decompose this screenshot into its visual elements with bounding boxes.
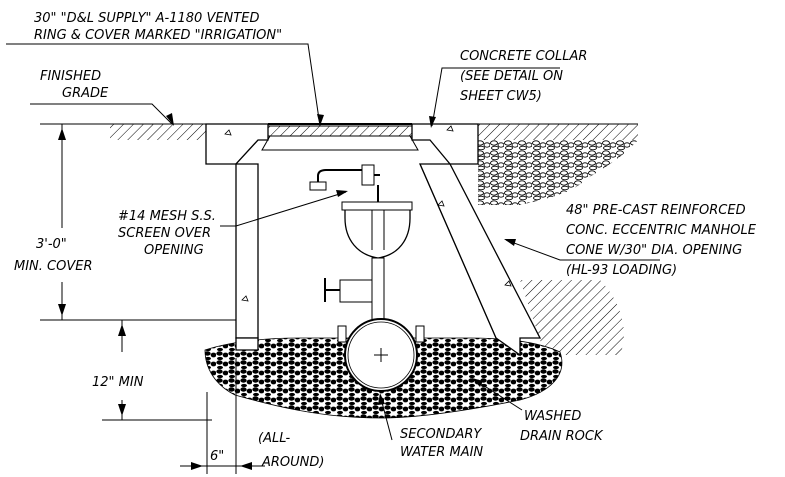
drain-rock-label-2: DRAIN ROCK [520, 429, 604, 444]
all-around-label-1: (ALL- [258, 431, 290, 446]
twelve-inch-dimension [102, 320, 212, 421]
cover-dimension-label-1: 3'-0" [36, 237, 67, 252]
collar-label-2: (SEE DETAIL ON [460, 69, 563, 84]
cone-label-2: CONC. ECCENTRIC MANHOLE [566, 223, 757, 238]
cover-dimension-label-2: MIN. COVER [14, 259, 93, 274]
collar-label-3: SHEET CW5) [460, 89, 542, 104]
twelve-inch-label: 12" MIN [92, 375, 144, 390]
six-inch-label: 6" [210, 449, 224, 464]
mesh-label-3: OPENING [144, 243, 204, 258]
manhole-cone [235, 163, 542, 357]
secondary-water-main [337, 318, 425, 392]
gate-valve [324, 278, 373, 303]
mesh-label-2: SCREEN OVER [118, 226, 211, 241]
all-around-label-2: AROUND) [261, 455, 324, 470]
leader-lines [6, 43, 660, 441]
ring-and-cover [261, 123, 419, 151]
ring-cover-label-2: RING & COVER MARKED "IRRIGATION" [34, 28, 282, 43]
water-main-label-1: SECONDARY [400, 427, 482, 442]
native-soil-hatch [520, 280, 624, 355]
finished-grade-hatch [110, 123, 638, 140]
collar-label-1: CONCRETE COLLAR [460, 49, 587, 64]
cone-label-1: 48" PRE-CAST REINFORCED [566, 203, 746, 218]
native-gravel [478, 140, 638, 205]
six-inch-dimension [180, 358, 265, 474]
finished-grade-label-2: GRADE [62, 86, 109, 101]
water-main-label-2: WATER MAIN [400, 445, 483, 460]
finished-grade-label-1: FINISHED [40, 69, 101, 84]
cone-label-4: (HL-93 LOADING) [566, 263, 677, 278]
ring-cover-label-1: 30" "D&L SUPPLY" A-1180 VENTED [34, 11, 259, 26]
cover-dimension [40, 123, 236, 321]
cone-label-3: CONE W/30" DIA. OPENING [566, 243, 742, 258]
mesh-label-1: #14 MESH S.S. [118, 209, 216, 224]
drain-rock-label-1: WASHED [524, 409, 581, 424]
air-release-valve [309, 164, 413, 329]
